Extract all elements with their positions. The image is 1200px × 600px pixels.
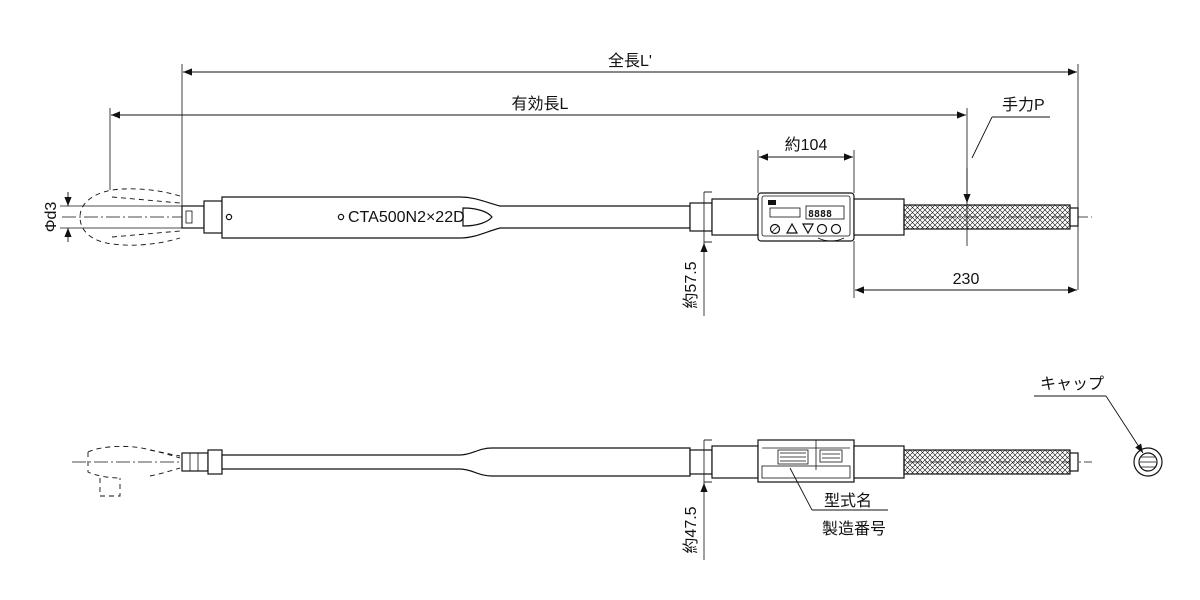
set-button xyxy=(830,223,842,235)
digital-display xyxy=(805,205,845,220)
body-taper xyxy=(462,207,493,227)
side-view xyxy=(72,439,1092,497)
knurled-grip xyxy=(903,204,1071,230)
cap-outer xyxy=(1133,447,1163,477)
height-top-label: 約57.5 xyxy=(682,261,700,308)
side-knurled-grip xyxy=(903,449,1071,475)
dim-height-bottom: 約47.5 xyxy=(682,439,712,560)
square-drive-label: Φd3 xyxy=(43,202,60,233)
mode-button xyxy=(816,223,828,235)
grip-end-cap xyxy=(1069,207,1079,227)
serial-number-label: 製造番号 xyxy=(822,520,886,538)
square-drive xyxy=(181,205,205,229)
model-marking: CTA500N2×22D xyxy=(348,209,465,226)
dim-square-drive: Φd3 xyxy=(43,192,182,242)
dim-grip-length: 230 xyxy=(853,241,1077,298)
down-icon xyxy=(801,223,815,235)
side-head-outline xyxy=(87,445,181,479)
effective-length-label: 有効長L xyxy=(512,95,569,113)
ratchet-head-outline xyxy=(79,188,181,246)
grip-length-label: 230 xyxy=(953,271,980,288)
model-plate xyxy=(777,449,809,465)
serial-plate xyxy=(819,449,843,463)
dim-overall-length: 全長L' xyxy=(181,52,1079,290)
warning-icon xyxy=(785,222,799,234)
scale-bar xyxy=(769,207,801,218)
cap-inner xyxy=(1138,452,1158,472)
overall-length-label: 全長L' xyxy=(608,52,652,70)
display-width-label: 約104 xyxy=(785,136,828,154)
cap-detail: キャップ xyxy=(1034,375,1163,477)
cap-label: キャップ xyxy=(1040,375,1104,393)
dim-height-top: 約57.5 xyxy=(682,191,712,316)
side-wrench-body xyxy=(221,447,691,477)
display-collar xyxy=(711,198,759,236)
display-readout: 8888 xyxy=(808,209,832,220)
hand-force-label: 手力P xyxy=(1002,96,1045,114)
top-view: CTA500N2×22D 8888 xyxy=(62,188,1092,246)
power-button xyxy=(769,223,781,235)
grip-collar xyxy=(853,198,905,236)
model-name-label: 型式名 xyxy=(824,492,872,510)
head-neck xyxy=(203,200,223,234)
hand-force-callout: 手力P xyxy=(963,96,1050,203)
model-serial-callout: 型式名 製造番号 xyxy=(789,467,888,538)
height-bottom-label: 約47.5 xyxy=(682,506,700,553)
brand-logo xyxy=(768,200,776,205)
dim-effective-length: 有効長L xyxy=(109,95,968,246)
dim-display-width: 約104 xyxy=(757,136,855,193)
